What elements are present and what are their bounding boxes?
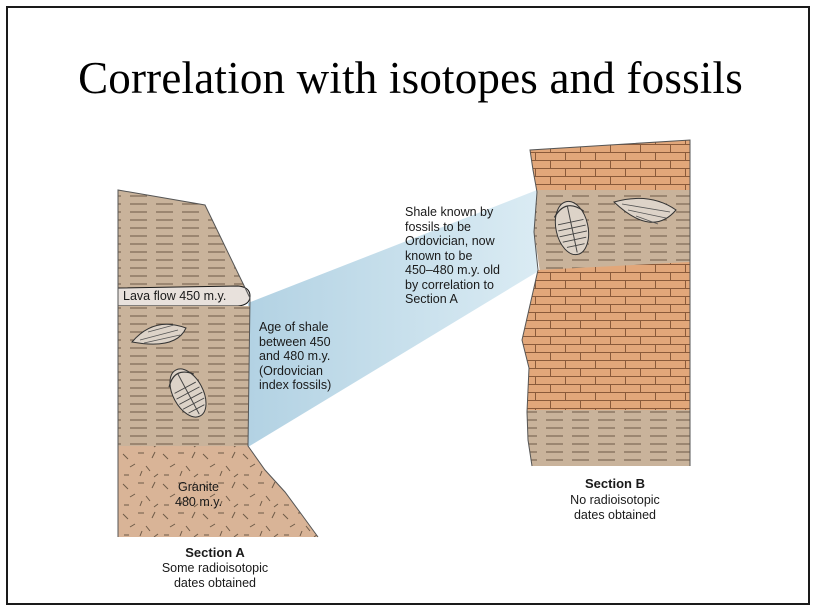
section-a-title: Section A (185, 545, 245, 560)
trilobite-fossil-icon (168, 368, 207, 418)
lava-flow-label: Lava flow 450 m.y. (123, 289, 227, 303)
brachiopod-fossil-icon (613, 197, 677, 225)
section-b-note: No radioisotopic dates obtained (570, 493, 660, 522)
slide-title: Correlation with isotopes and fossils (78, 53, 743, 103)
section-b-outline (521, 139, 691, 467)
trilobite-fossil-icon (553, 200, 590, 256)
section-b-top-limestone (530, 140, 690, 192)
section-a-outline (117, 189, 319, 538)
section-b-title: Section B (585, 476, 645, 491)
section-a-lava-flow (117, 285, 251, 307)
section-a-upper-shale (118, 190, 250, 298)
correlation-band (248, 190, 537, 447)
section-b-column (521, 139, 691, 467)
brachiopod-fossil-icon (131, 323, 187, 345)
section-b-shale-label: Shale known by fossils to be Ordovician,… (405, 205, 500, 306)
granite-label: Granite 480 m.y. (175, 480, 223, 509)
shale-age-label: Age of shale between 450 and 480 m.y. (O… (259, 320, 332, 392)
section-b-lower-shale (527, 410, 690, 466)
section-a-granite (118, 446, 318, 537)
section-b-limestone (522, 262, 690, 412)
section-a-note: Some radioisotopic dates obtained (161, 561, 269, 590)
